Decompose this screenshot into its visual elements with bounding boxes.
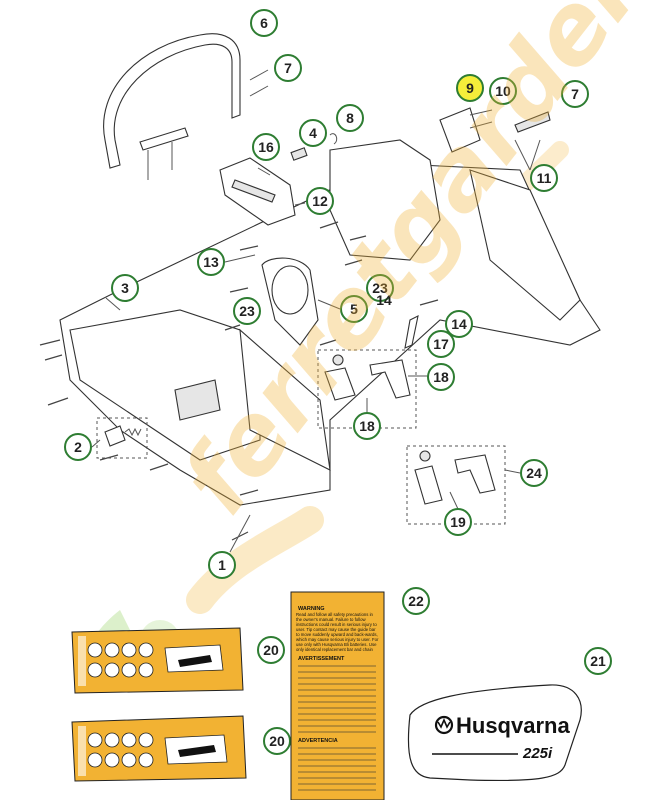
svg-text:2: 2 [74,439,82,455]
svg-text:14: 14 [451,316,467,332]
callout-2: 2 [64,433,92,461]
svg-text:1: 1 [218,557,226,573]
warning-label: WARNING Read and follow all safety preca… [290,591,385,800]
bar-plate [439,107,551,153]
callout-5: 5 [340,295,368,323]
chain-guide-ring [261,257,319,346]
svg-text:24: 24 [526,465,542,481]
callouts: 6 7 9 10 7 8 4 16 11 12 13 3 23 14 5 23 … [64,9,612,755]
spring-cap [104,425,126,447]
spring [124,427,142,437]
front-handle [103,33,269,180]
callout-21: 22 [402,587,430,615]
callout-1: 1 [208,551,236,579]
spring-clip-8 [329,133,338,145]
brand-name: Husqvarna [456,713,570,738]
svg-text:20: 20 [263,642,279,658]
svg-text:7: 7 [284,60,292,76]
svg-text:17: 17 [433,336,449,352]
callout-3: 3 [111,274,139,302]
svg-text:6: 6 [260,15,268,31]
svg-text:18: 18 [359,418,375,434]
callout-11: 11 [530,164,558,192]
callout-12: 12 [306,187,334,215]
callout-14b: 14 [445,310,473,338]
svg-text:11: 11 [537,170,552,186]
grip-slots [231,179,276,203]
svg-text:20: 20 [269,733,285,749]
warning-intro: Read and follow all safety precautions i… [296,612,379,652]
decal-20 [71,715,247,782]
callout-10: 10 [489,77,517,105]
trigger-part-b [369,359,411,399]
small-block-4 [290,147,308,161]
svg-text:9: 9 [466,80,474,96]
callout-18a: 18 [353,412,381,440]
callout-7a: 7 [274,54,302,82]
svg-text:21: 21 [590,653,606,669]
svg-text:22: 22 [408,593,424,609]
crown-icon [434,715,454,735]
svg-text:5: 5 [350,301,358,317]
callout-4: 4 [299,119,327,147]
callout-22: 21 [584,647,612,675]
trigger-spring [332,354,344,366]
lever [404,315,419,349]
leader-lines [91,139,541,553]
callout-23a: 23 [366,274,394,302]
svg-text:4: 4 [309,125,317,141]
callout-9: 9 [456,74,484,102]
callout-15: 16 [252,133,280,161]
callout-24: 24 [520,459,548,487]
svg-text:23: 23 [372,280,388,296]
callout-16: 17 [427,330,455,358]
svg-text:8: 8 [346,110,354,126]
svg-text:3: 3 [121,280,129,296]
trigger-kit-part-a [414,465,443,505]
callout-18b: 19 [444,508,472,536]
svg-text:23: 23 [239,303,255,319]
svg-text:7: 7 [571,86,579,102]
warning-es-title: ADVERTENCIA [298,738,338,744]
svg-text:14: 14 [376,292,392,308]
svg-text:12: 12 [312,193,328,209]
callout-17: 18 [427,363,455,391]
trigger-part-a [324,367,356,401]
trigger-kit-part-b [454,454,496,494]
callout-6: 6 [250,9,278,37]
svg-text:16: 16 [258,139,274,155]
warning-fr-title: AVERTISSEMENT [298,656,345,662]
callout-8: 8 [336,104,364,132]
callout-19: 20 [257,636,285,664]
svg-text:10: 10 [495,83,511,99]
trigger-kit-spring [419,450,431,462]
callout-13: 13 [197,248,225,276]
callout-14a: 14 [376,292,392,308]
svg-text:19: 19 [450,514,466,530]
callout-7b: 7 [561,80,589,108]
spring-box [96,417,148,459]
warning-title: WARNING [298,606,325,612]
callout-23b: 23 [233,297,261,325]
svg-text:18: 18 [433,369,449,385]
callout-20: 20 [263,727,291,755]
decal-19 [71,627,244,694]
main-housing [59,139,601,506]
svg-text:13: 13 [203,254,219,270]
model-name: 225i [522,745,553,762]
logo-decal: Husqvarna 225i [407,684,582,782]
